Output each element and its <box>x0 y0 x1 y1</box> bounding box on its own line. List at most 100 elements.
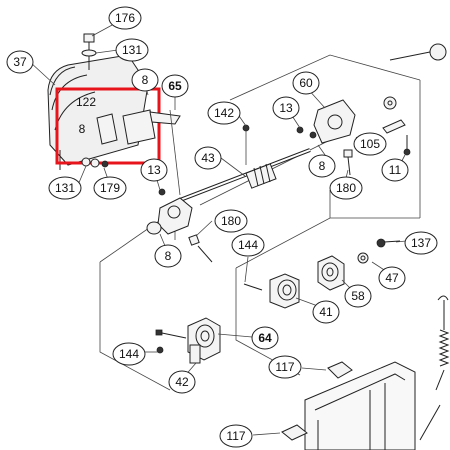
callout-number: 11 <box>389 163 402 177</box>
callout-number: 8 <box>79 122 86 136</box>
callout-bubble <box>115 38 149 62</box>
callout-65: 65 <box>161 74 189 98</box>
callout-180: 180 <box>214 209 248 233</box>
pad-117-upper <box>327 361 353 379</box>
bracket-41 <box>243 273 300 309</box>
callout-number: 60 <box>299 76 313 90</box>
callout-number: 131 <box>122 43 142 57</box>
callout-number: 43 <box>201 151 215 165</box>
callout-64: 64 <box>251 326 279 350</box>
callout-number: 142 <box>214 106 234 120</box>
callout-number: 137 <box>411 236 431 250</box>
callout-bubble <box>112 342 146 366</box>
callout-number: 64 <box>258 331 272 345</box>
motor-assembly-37 <box>47 54 149 170</box>
callout-bubble <box>312 300 340 324</box>
callout-8: 8 <box>131 68 159 92</box>
callout-176: 176 <box>108 6 142 30</box>
callout-number: 8 <box>142 73 149 87</box>
rod-right <box>389 43 447 441</box>
callout-bubble <box>268 355 302 379</box>
callout-number: 13 <box>147 163 161 177</box>
callout-117: 117 <box>268 355 302 379</box>
callout-number: 122 <box>76 95 96 109</box>
callout-bubble <box>344 284 372 308</box>
callout-11: 11 <box>381 158 409 182</box>
callout-number: 58 <box>351 289 365 303</box>
callout-bubble <box>251 326 279 350</box>
callout-131: 131 <box>115 38 149 62</box>
callout-bubble <box>93 176 127 200</box>
callout-13: 13 <box>272 96 300 120</box>
callout-bubble <box>381 158 409 182</box>
callout-8: 8 <box>79 122 86 136</box>
callout-number: 144 <box>119 347 139 361</box>
callout-number: 8 <box>165 249 172 263</box>
washer-set-131 <box>81 157 109 168</box>
callout-number: 180 <box>221 214 241 228</box>
callout-number: 42 <box>175 375 189 389</box>
callout-179: 179 <box>93 176 127 200</box>
callout-142: 142 <box>207 101 241 125</box>
callout-number: 179 <box>100 181 120 195</box>
callout-bubble <box>272 96 300 120</box>
pad-117-lower <box>281 424 308 441</box>
callout-bubble <box>168 370 196 394</box>
part-122 <box>96 109 181 145</box>
callout-bubble <box>108 6 142 30</box>
callout-105: 105 <box>353 132 387 156</box>
callout-137: 137 <box>404 231 438 255</box>
callout-117: 117 <box>219 424 253 448</box>
callout-number: 176 <box>115 11 135 25</box>
callout-bubble <box>48 176 82 200</box>
callout-bubble <box>353 132 387 156</box>
callout-bubble <box>308 154 336 178</box>
callout-number: 37 <box>13 55 27 69</box>
bracket-65 <box>146 109 193 235</box>
callout-bubble <box>404 231 438 255</box>
callout-bubble <box>131 68 159 92</box>
spring <box>435 295 450 391</box>
callout-bubble <box>6 50 34 74</box>
callout-number: 41 <box>319 305 333 319</box>
callout-bubble <box>207 101 241 125</box>
callout-144: 144 <box>231 233 265 257</box>
callout-bubble <box>154 244 182 268</box>
callout-number: 13 <box>279 101 293 115</box>
callout-122: 122 <box>76 95 96 109</box>
bracket-60 <box>309 96 411 156</box>
callout-number: 117 <box>275 360 294 374</box>
callout-131: 131 <box>48 176 82 200</box>
callout-bubble <box>219 424 253 448</box>
callout-180: 180 <box>329 176 363 200</box>
callout-bubble <box>140 158 168 182</box>
callout-bubble <box>292 71 320 95</box>
callout-37: 37 <box>6 50 34 74</box>
callout-41: 41 <box>312 300 340 324</box>
callout-42: 42 <box>168 370 196 394</box>
callout-number: 131 <box>55 181 75 195</box>
callout-60: 60 <box>292 71 320 95</box>
bracket-42 <box>155 317 221 364</box>
screw-180-upper <box>343 149 353 176</box>
callout-bubble <box>161 74 189 98</box>
callout-bubble <box>214 209 248 233</box>
callout-number: 8 <box>319 159 326 173</box>
callout-number: 117 <box>226 429 245 443</box>
bracket-58 <box>317 238 401 291</box>
callout-labels: 176 131 37 8 65 122 8 142 13 60 13 43 105 8 11 131 179 18… <box>6 6 438 448</box>
callout-13: 13 <box>140 158 168 182</box>
callout-bubble <box>231 233 265 257</box>
shaft-43 <box>179 124 311 202</box>
callout-8: 8 <box>308 154 336 178</box>
callout-number: 144 <box>238 238 258 252</box>
callout-8: 8 <box>154 244 182 268</box>
callout-47: 47 <box>378 266 406 290</box>
panel-117 <box>304 361 416 450</box>
callout-number: 105 <box>360 137 380 151</box>
callout-number: 47 <box>385 271 399 285</box>
callout-bubble <box>378 266 406 290</box>
callout-43: 43 <box>194 146 222 170</box>
